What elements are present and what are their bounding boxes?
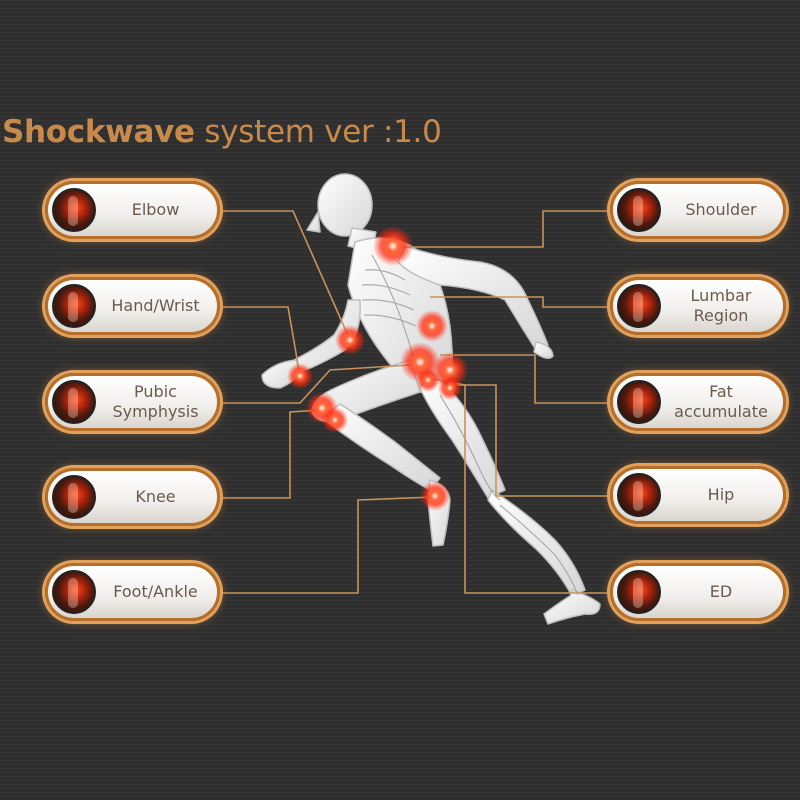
hotspot-hip [432,352,468,388]
hotspot-wrist [287,363,313,389]
abdomen-icon [617,380,661,424]
back-foot-shape [543,589,601,625]
back-hand-shape [533,341,554,359]
area-label-shoulder: Shoulder [685,200,757,219]
connector-foot-ankle [218,496,436,594]
area-label-hip: Hip [707,485,735,504]
ribs-lines [361,269,417,327]
area-pill-hip[interactable]: Hip [610,466,786,524]
hotspot-groin [416,368,440,392]
area-label-lumbar-region: Lumbar Region [690,286,752,325]
hotspot-elbow [335,325,365,355]
area-pill-pubic-symphysis[interactable]: Pubic Symphysis [45,373,220,431]
hotspots [287,226,468,511]
connector-fat-accumulate [440,354,611,404]
shoulder-xray-icon [617,188,661,232]
face-shape [306,211,321,233]
hand-xray-icon [52,284,96,328]
hip-xray-icon [617,473,661,517]
area-label-hand-wrist: Hand/Wrist [111,296,200,315]
spine-xray-icon [617,284,661,328]
area-pill-shoulder[interactable]: Shoulder [610,181,786,239]
connector-hand-wrist [205,306,301,377]
tibia-line [499,504,579,596]
area-label-ed: ED [709,582,733,601]
title-version: system ver :1.0 [194,114,442,150]
pelvic-region-icon [617,570,661,614]
head-shape [317,173,373,237]
pelvis-xray-icon [52,380,96,424]
area-label-elbow: Elbow [131,200,180,219]
area-label-fat-accumulate: Fat accumulate [674,382,768,421]
femur-line [439,394,501,501]
connector-hip [450,384,611,497]
foot-xray-icon [52,570,96,614]
hotspot-hip-lower [438,376,462,400]
area-pill-lumbar-region[interactable]: Lumbar Region [610,277,786,335]
area-pill-knee[interactable]: Knee [45,468,220,526]
connector-pubic-symphysis [218,364,411,404]
area-pill-foot-ankle[interactable]: Foot/Ankle [45,563,220,621]
title-brand: Shockwave [2,114,195,150]
connector-knee [218,409,321,499]
area-label-knee: Knee [135,487,176,506]
hotspot-ankle [420,481,450,511]
hotspot-knee-lower [322,407,348,433]
area-pill-elbow[interactable]: Elbow [45,181,220,239]
connector-lumbar-region [430,296,611,308]
area-pill-hand-wrist[interactable]: Hand/Wrist [45,277,220,335]
connector-shoulder [395,210,614,248]
hotspot-shoulder [373,226,413,266]
connector-elbow [198,210,351,341]
area-label-foot-ankle: Foot/Ankle [113,582,198,601]
connector-lines [198,210,614,594]
area-pill-ed[interactable]: ED [610,563,786,621]
page-title: Shockwave system ver :1.0 [2,114,442,150]
area-pill-fat-accumulate[interactable]: Fat accumulate [610,373,786,431]
hotspot-lumbar [416,310,448,342]
area-label-pubic-symphysis: Pubic Symphysis [112,382,199,421]
elbow-xray-icon [52,188,96,232]
knee-xray-icon [52,475,96,519]
